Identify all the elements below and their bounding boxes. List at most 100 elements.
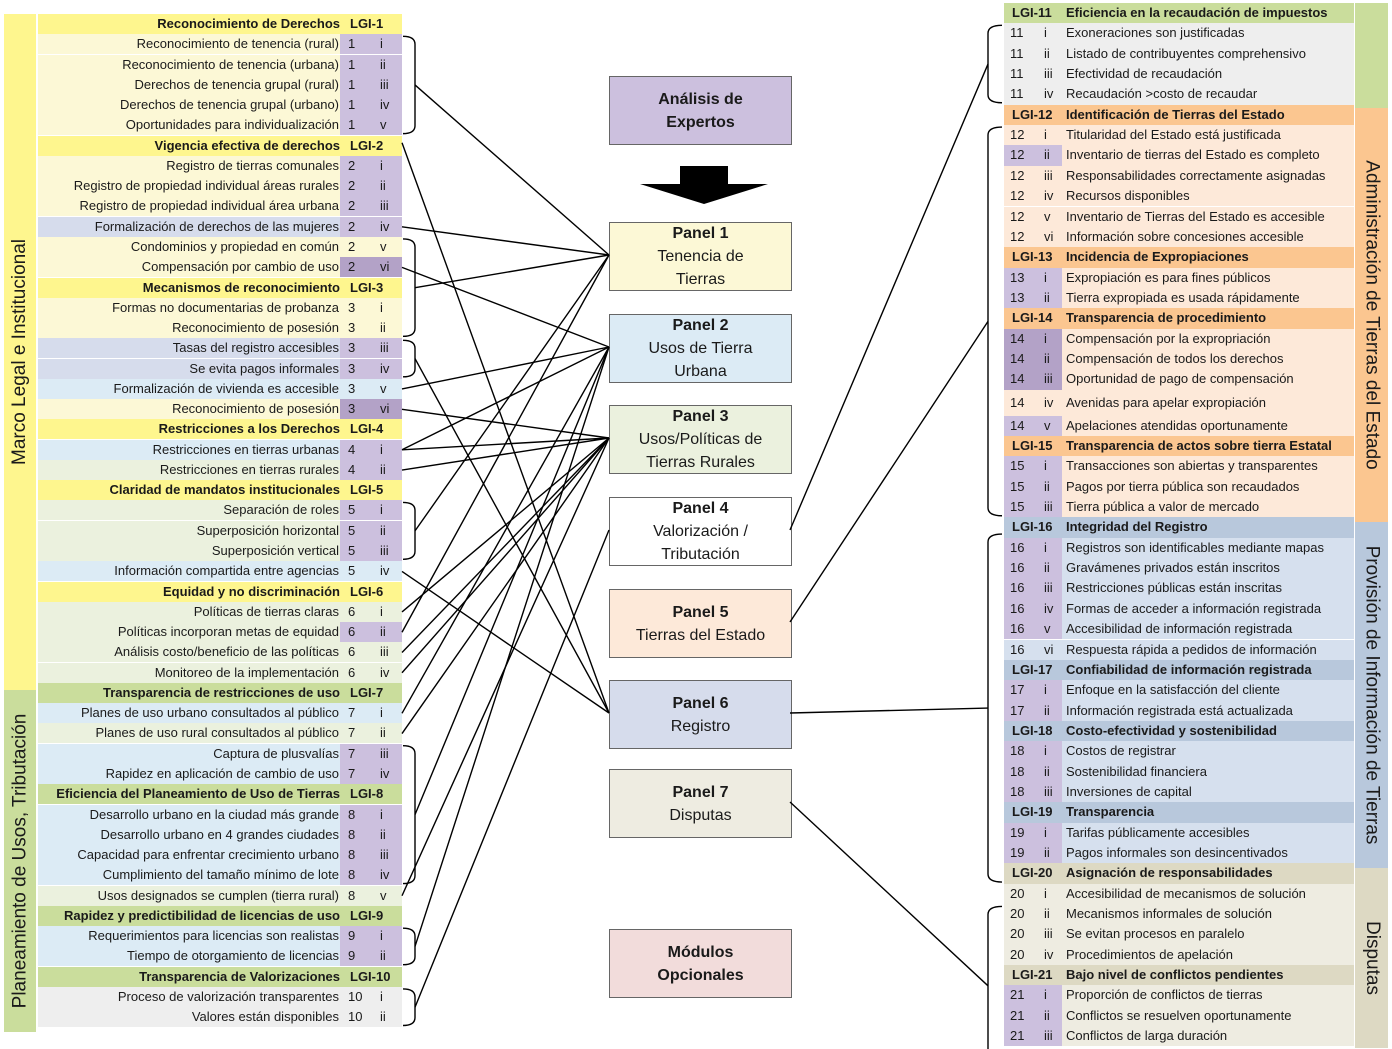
right-indicator-number: 15 bbox=[1010, 478, 1025, 494]
right-indicator-roman: i bbox=[1044, 743, 1047, 759]
left-indicator-roman: iv bbox=[380, 664, 390, 680]
left-indicator-roman: iv bbox=[380, 218, 390, 234]
right-indicator-label: Inversiones de capital bbox=[1066, 783, 1192, 799]
right-indicator-label: Responsabilidades correctamente asignada… bbox=[1066, 167, 1326, 183]
left-header-code: LGI-5 bbox=[350, 482, 384, 498]
left-indicator-label: Tiempo de otorgamiento de licencias bbox=[127, 948, 339, 964]
panel-4: Panel 4 Valorización / Tributación bbox=[609, 497, 792, 566]
connector-line bbox=[401, 570, 610, 714]
panel-1-sub2: Tierras bbox=[675, 271, 726, 288]
bracket-lgi1 bbox=[402, 35, 416, 135]
connector-line bbox=[401, 437, 610, 653]
left-indicator-roman: iii bbox=[380, 644, 389, 660]
right-indicator-label: Conflictos de larga duración bbox=[1066, 1028, 1228, 1044]
left-header-label: Vigencia efectiva de derechos bbox=[154, 137, 340, 153]
left-indicator-roman: ii bbox=[380, 1009, 386, 1025]
right-indicator-number: 15 bbox=[1010, 458, 1025, 474]
left-header-label: Transparencia de restricciones de uso bbox=[103, 684, 340, 700]
left-indicator-roman: iii bbox=[380, 198, 389, 214]
left-indicator-row: Planes de uso rural consultados al públi… bbox=[38, 723, 402, 744]
right-indicator-label: Tierra pública a valor de mercado bbox=[1066, 499, 1260, 515]
right-indicator-label: Procedimientos de apelación bbox=[1066, 946, 1233, 962]
right-indicator-number: 12 bbox=[1010, 188, 1025, 204]
right-indicator-label: Pagos informales son desincentivados bbox=[1066, 845, 1288, 860]
left-indicator-roman: iv bbox=[380, 765, 390, 781]
left-indicator-number: 6 bbox=[348, 603, 356, 619]
panel-modulos: Módulos Opcionales bbox=[609, 929, 792, 998]
right-indicator-label: Restricciones públicas están inscritas bbox=[1066, 580, 1283, 596]
left-indicator-label: Derechos de tenencia grupal (urbano) bbox=[120, 97, 339, 113]
right-indicator-number: 16 bbox=[1010, 641, 1025, 657]
left-indicator-roman: v bbox=[380, 887, 387, 903]
right-indicator-number: 14 bbox=[1010, 417, 1025, 433]
right-indicator-number: 13 bbox=[1010, 289, 1025, 305]
right-header-label: Eficiencia en la recaudación de impuesto… bbox=[1066, 5, 1328, 20]
left-indicator-roman: iv bbox=[380, 867, 390, 883]
connector-line bbox=[401, 437, 610, 613]
right-header-label: Transparencia de procedimiento bbox=[1066, 310, 1267, 326]
left-indicator-roman: i bbox=[380, 928, 383, 944]
left-indicator-number: 10 bbox=[348, 1009, 363, 1025]
right-indicator-roman: iv bbox=[1044, 188, 1054, 204]
right-header-label: Bajo nivel de conflictos pendientes bbox=[1066, 967, 1284, 983]
left-indicator-number: 7 bbox=[348, 725, 356, 741]
left-indicator-label: Políticas de tierras claras bbox=[193, 603, 339, 619]
left-indicator-label: Registro de propiedad individual áreas r… bbox=[73, 178, 339, 194]
left-header-code: LGI-8 bbox=[350, 786, 384, 802]
right-indicator-number: 16 bbox=[1010, 539, 1025, 555]
left-header-label: Rapidez y predictibilidad de licencias d… bbox=[64, 907, 340, 923]
bracket-lgi12-15 bbox=[987, 126, 1003, 517]
left-indicator-label: Requerimientos para licencias son realis… bbox=[88, 928, 339, 944]
left-indicator-label: Reconocimiento de tenencia (urbana) bbox=[122, 56, 339, 72]
right-indicator-label: Listado de contribuyentes comprehensivo bbox=[1066, 45, 1306, 61]
left-indicator-number: 3 bbox=[348, 380, 356, 396]
left-indicator-roman: i bbox=[380, 988, 383, 1004]
connector-line bbox=[401, 408, 610, 439]
left-indicator-roman: i bbox=[380, 441, 383, 457]
left-header-code: LGI-10 bbox=[350, 968, 391, 984]
bracket-lgi20-21 bbox=[987, 905, 1003, 1049]
left-indicator-row: Usos designados se cumplen (tierra rural… bbox=[38, 885, 402, 906]
right-indicator-label: Mecanismos informales de solución bbox=[1066, 906, 1272, 922]
right-header-code: LGI-21 bbox=[1012, 967, 1053, 983]
left-indicator-number: 7 bbox=[348, 765, 356, 781]
left-indicator-label: Valores están disponibles bbox=[191, 1009, 339, 1025]
right-header-code: LGI-11 bbox=[1012, 5, 1052, 20]
right-header-label: Identificación de Tierras del Estado bbox=[1066, 106, 1285, 122]
panel-4-title: Panel 4 bbox=[672, 500, 729, 517]
